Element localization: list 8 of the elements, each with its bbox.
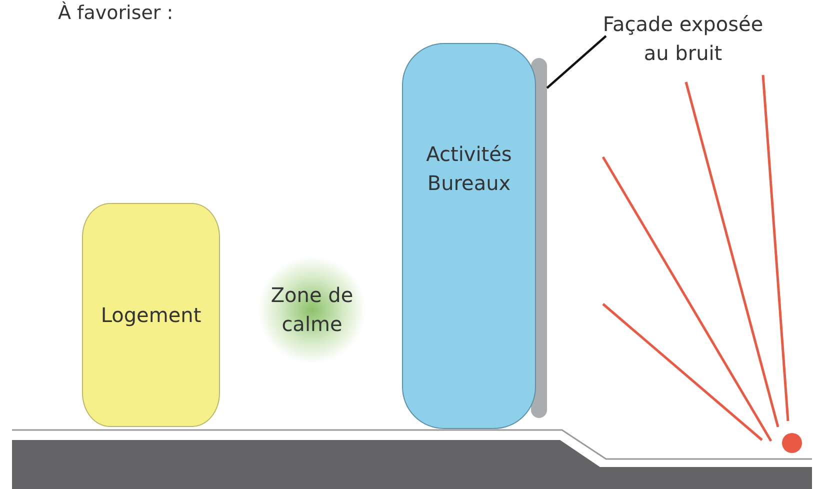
housing-building	[82, 203, 220, 427]
node-text: Logement	[100, 302, 202, 328]
title: À favoriser :	[58, 1, 174, 26]
node-text: Façade exposée au bruit	[602, 11, 764, 67]
leader-line	[546, 35, 607, 89]
office-building	[402, 43, 536, 429]
node-text: Zone de calme	[270, 282, 354, 338]
node-text: Activités Bureaux	[425, 141, 513, 197]
